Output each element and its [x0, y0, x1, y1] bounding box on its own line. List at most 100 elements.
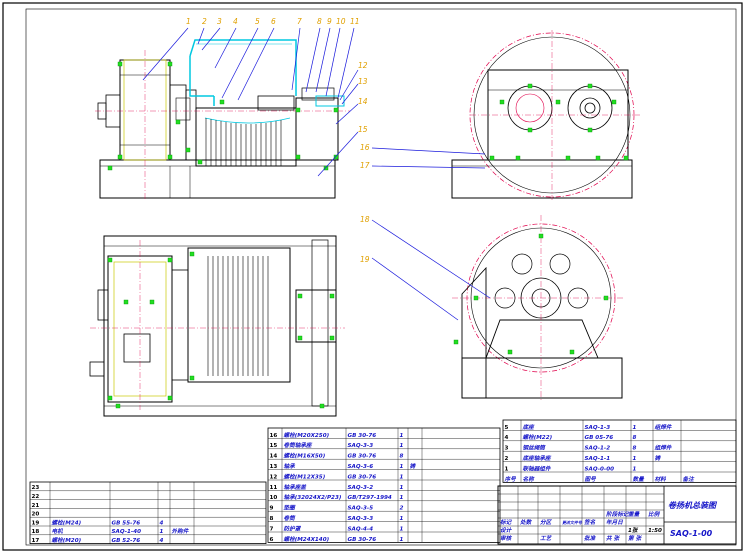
bom-cell-no: 21 — [32, 503, 40, 509]
bom-cell-code: SAQ-3-2 — [348, 485, 374, 491]
bom-cell-qty: 1 — [400, 516, 404, 522]
bom-cell-no: 18 — [32, 529, 40, 535]
balloon-2: 2 — [202, 17, 207, 26]
bom-cell-name: 卷筒轴承座 — [284, 442, 313, 449]
balloon-16: 16 — [360, 143, 370, 152]
bom-header-cell: 备注 — [683, 476, 696, 483]
bom-cell-no: 11 — [270, 485, 278, 491]
bom-cell-code: SAQ-3-3 — [348, 516, 374, 522]
balloon-14: 14 — [358, 97, 368, 106]
bom-cell-name: 轴承座盖 — [284, 484, 308, 491]
bom-cell-no: 9 — [270, 506, 274, 512]
tb-label-weight: 重量 — [628, 511, 641, 518]
bom-cell-no: 15 — [270, 443, 278, 449]
bom-cell-qty: 4 — [160, 520, 164, 526]
title-block: 标记 处数 分区 更改文件号 签名 年月日 设计 审核 工艺 批准 阶段标记 重… — [497, 485, 737, 545]
bom-cell-mat: 外购件 — [171, 528, 190, 535]
top-view-drum-ribs — [207, 256, 269, 376]
bom-cell-mat: 铸 — [410, 463, 417, 470]
bom-cell-no: 13 — [270, 464, 278, 470]
drawing-title: 卷扬机总装图 — [668, 501, 718, 510]
tb-label-date: 年月日 — [606, 519, 623, 526]
bom-cell-no: 22 — [32, 494, 40, 500]
bom-cell-qty: 1 — [400, 433, 404, 439]
bom-cell-no: 14 — [270, 454, 278, 460]
bom-cell-no: 2 — [505, 456, 509, 462]
bom-cell-mat: 组焊件 — [655, 424, 673, 431]
tb-label-count: 处数 — [519, 519, 533, 526]
bom-cell-code: SAQ-3-5 — [348, 506, 374, 512]
bom-cell-qty: 8 — [400, 454, 404, 460]
bom-cell-code: GB 30-76 — [348, 537, 377, 543]
tb-label-process: 工艺 — [540, 535, 553, 542]
bom-cell-code: SAQ-1-1 — [585, 456, 611, 462]
bom-cell-name: 防护罩 — [284, 525, 302, 532]
bom-cell-code: GB/T297-1994 — [348, 495, 392, 501]
tb-label-change: 更改文件号 — [562, 520, 583, 525]
bom-cell-no: 10 — [270, 495, 278, 501]
balloon-10: 10 — [336, 17, 346, 26]
section-view — [452, 215, 625, 400]
side-view — [451, 30, 640, 200]
tb-label-sign: 签名 — [584, 519, 596, 526]
bom-header-cell: 材料 — [655, 476, 668, 483]
balloon-9: 9 — [327, 17, 332, 26]
bom-cell-name: 电机 — [52, 528, 64, 535]
tb-label-approve: 批准 — [584, 535, 597, 542]
bom-header-cell: 序号 — [504, 476, 517, 483]
balloon-5: 5 — [255, 17, 260, 26]
bom-cell-no: 4 — [505, 435, 509, 441]
bom-cell-name: 螺栓(M24X140) — [284, 536, 330, 543]
bom-cell-no: 8 — [270, 516, 274, 522]
bom-cell-code: GB 52-76 — [112, 538, 141, 544]
drum-ribs — [205, 118, 282, 166]
balloon-3: 3 — [217, 17, 222, 26]
tb-label-scale: 比例 — [648, 511, 661, 518]
bom-cell-code: SAQ-3-3 — [348, 443, 374, 449]
top-view — [89, 235, 345, 417]
bom-cell-code: SAQ-0-00 — [585, 466, 615, 472]
bom-cell-name: 轴承 — [284, 463, 297, 470]
bom-cell-code: GB 05-76 — [585, 435, 614, 441]
balloon-17: 17 — [360, 161, 370, 170]
bom-cell-code: SAQ-1-2 — [585, 446, 611, 452]
bom-cell-no: 17 — [32, 538, 40, 544]
balloon-6: 6 — [271, 17, 276, 26]
bom-cell-qty: 4 — [160, 538, 164, 544]
bom-cell-code: GB 30-76 — [348, 474, 377, 480]
balloon-8: 8 — [317, 17, 322, 26]
bom-cell-no: 19 — [32, 520, 40, 526]
bom-cell-qty: 1 — [633, 456, 637, 462]
bom-cell-name: 联轴器组件 — [523, 465, 552, 472]
bom-cell-name: 轴承(32024X2/P23) — [284, 494, 342, 501]
bom-cell-name: 螺栓(M16X50) — [284, 453, 326, 460]
bom-cell-name: 底座 — [522, 424, 536, 431]
balloon-1: 1 — [186, 17, 191, 26]
balloon-labels: 1 2 3 4 5 6 7 8 9 10 11 12 13 14 15 16 1… — [186, 17, 370, 264]
bom-cell-qty: 1 — [633, 466, 637, 472]
bom-cell-code: SAQ-3-6 — [348, 464, 374, 470]
bom-cell-no: 20 — [32, 512, 40, 518]
bom-cell-no: 16 — [270, 433, 278, 439]
bom-cell-no: 7 — [270, 526, 274, 532]
bom-cell-name: 螺栓(M20) — [52, 537, 82, 544]
balloon-7: 7 — [297, 17, 302, 26]
bom-cell-no: 12 — [270, 474, 278, 480]
bom-cell-name: 垫圈 — [284, 505, 297, 512]
bom-cell-name: 钢丝绳筒 — [523, 445, 547, 452]
bom-header-cell: 名称 — [523, 476, 536, 483]
balloon-12: 12 — [358, 61, 368, 70]
tb-label-stage: 阶段标记 — [606, 511, 630, 518]
bom-cell-name: 卷筒 — [284, 515, 297, 522]
bom-cell-qty: 8 — [633, 435, 637, 441]
bom-cell-name: 底座轴承座 — [522, 455, 552, 462]
front-view — [95, 39, 350, 200]
bom-cell-code: SAQ-1-40 — [112, 529, 142, 535]
bom-cell-no: 3 — [505, 446, 509, 452]
balloon-19: 19 — [360, 255, 370, 264]
leader-lines — [142, 27, 491, 321]
